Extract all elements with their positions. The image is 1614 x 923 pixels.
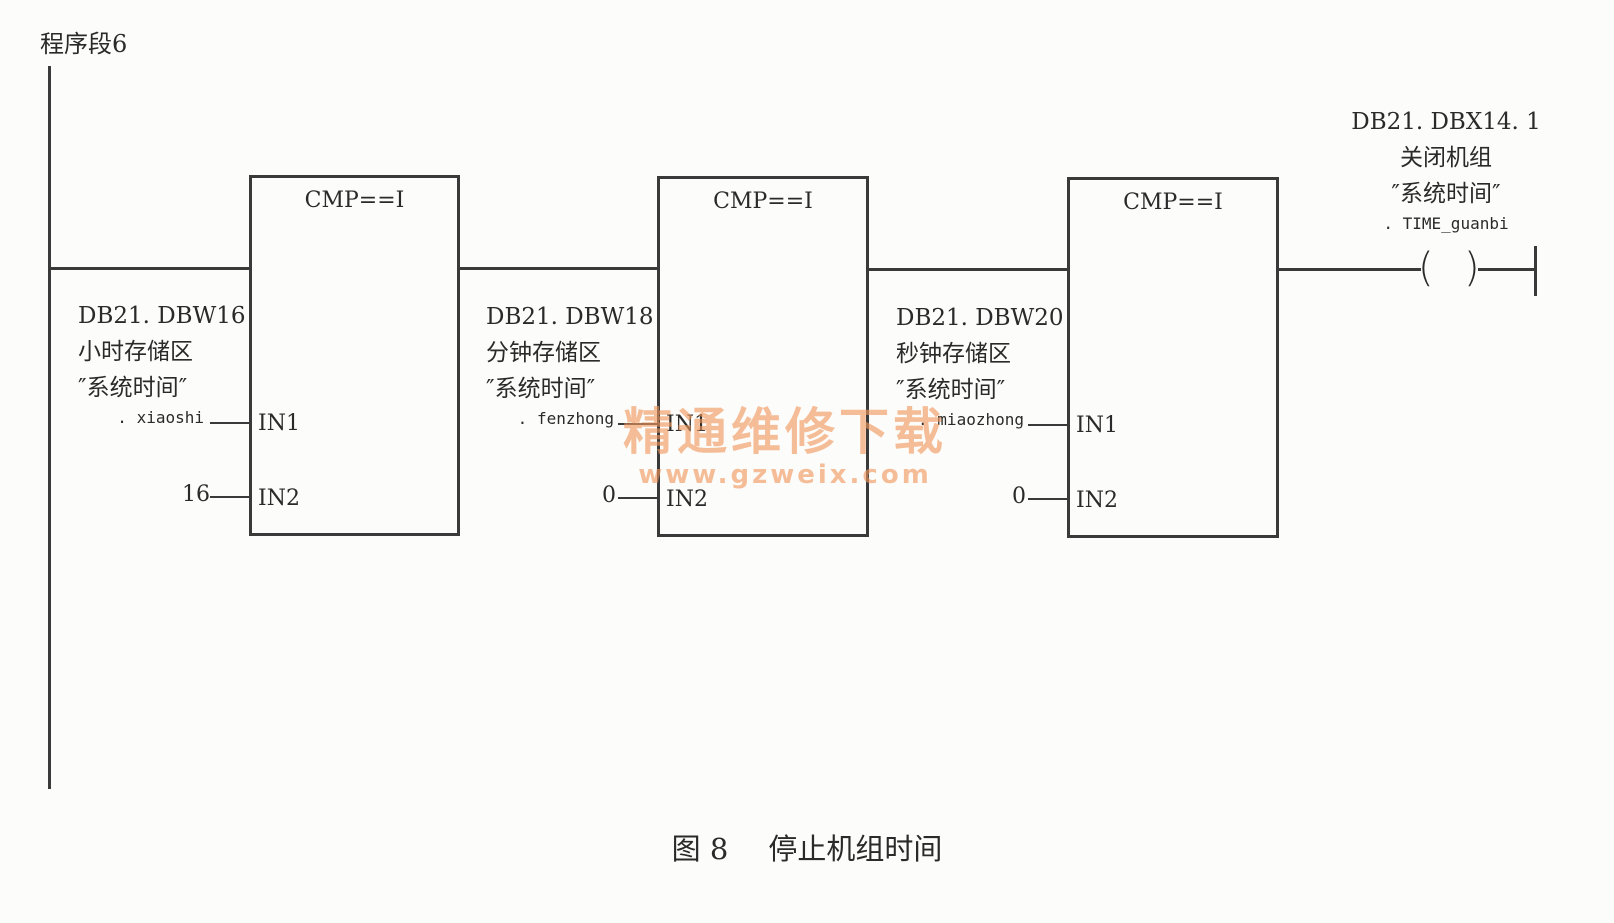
- in1-pin-label: IN1: [666, 412, 708, 437]
- in1-operand-2: DB21. DBW18 分钟存储区 ″系统时间″ . fenzhong: [448, 299, 654, 431]
- segment-title: 程序段6: [40, 30, 128, 58]
- in1-pin-wire: [618, 423, 658, 425]
- rung-wire-5: [1478, 268, 1536, 271]
- in1-operand-3: DB21. DBW20 秒钟存储区 ″系统时间″ . miaozhong: [858, 300, 1064, 432]
- operand-member: . fenzhong: [517, 409, 614, 428]
- in1-operand-1: DB21. DBW16 小时存储区 ″系统时间″ . xiaoshi: [40, 298, 246, 430]
- operand-address: DB21. DBW20: [896, 305, 1064, 331]
- rung-wire-1: [50, 267, 251, 270]
- operand-comment: 小时存储区: [78, 339, 193, 365]
- rung-wire-3: [868, 268, 1069, 271]
- in1-pin-wire: [1028, 424, 1068, 426]
- operand-comment: 分钟存储区: [486, 340, 601, 366]
- figure-label: 图 8: [671, 832, 729, 866]
- coil-comment: 关闭机组: [1400, 145, 1492, 171]
- in2-pin-wire: [210, 496, 250, 498]
- operand-symbol: ″系统时间″: [896, 377, 1006, 403]
- in1-pin-wire: [210, 422, 250, 424]
- compare-instruction-label: CMP==I: [1123, 190, 1223, 215]
- in2-constant: 0: [602, 483, 616, 508]
- in2-pin-label: IN2: [666, 487, 708, 512]
- figure-title: 停止机组时间: [768, 832, 943, 866]
- in1-pin-label: IN1: [258, 411, 300, 436]
- in2-pin-label: IN2: [258, 486, 300, 511]
- operand-symbol: ″系统时间″: [78, 375, 188, 401]
- in2-pin-label: IN2: [1076, 488, 1118, 513]
- coil-member: . TIME_guanbi: [1383, 214, 1509, 233]
- operand-member: . miaozhong: [918, 410, 1024, 429]
- power-rail: [48, 66, 51, 789]
- end-rail: [1534, 246, 1537, 296]
- compare-block-3[interactable]: CMP==I IN1 IN2: [1067, 177, 1279, 538]
- compare-block-1[interactable]: CMP==I IN1 IN2: [249, 175, 460, 536]
- operand-symbol: ″系统时间″: [486, 376, 596, 402]
- rung-wire-2: [459, 267, 659, 270]
- coil-address: DB21. DBX14. 1: [1351, 109, 1541, 135]
- in2-constant: 0: [1012, 484, 1026, 509]
- in2-pin-wire: [1028, 498, 1068, 500]
- coil-symbol: ″系统时间″: [1391, 181, 1501, 207]
- operand-member: . xiaoshi: [117, 408, 204, 427]
- compare-instruction-label: CMP==I: [713, 189, 813, 214]
- compare-instruction-label: CMP==I: [304, 188, 405, 213]
- in1-pin-label: IN1: [1076, 413, 1118, 438]
- operand-comment: 秒钟存储区: [896, 341, 1011, 367]
- output-coil[interactable]: ( ): [1416, 248, 1482, 292]
- coil-operand: DB21. DBX14. 1 关闭机组 ″系统时间″ . TIME_guanbi: [1346, 104, 1546, 236]
- compare-block-2[interactable]: CMP==I IN1 IN2: [657, 176, 869, 537]
- figure-caption: 图 8 停止机组时间: [0, 826, 1614, 868]
- coil-left-paren: (: [1418, 245, 1434, 291]
- operand-address: DB21. DBW16: [78, 303, 246, 329]
- rung-wire-4: [1278, 268, 1421, 271]
- operand-address: DB21. DBW18: [486, 304, 654, 330]
- in2-pin-wire: [618, 497, 658, 499]
- in2-constant: 16: [182, 482, 210, 507]
- coil-right-paren: ): [1464, 245, 1480, 291]
